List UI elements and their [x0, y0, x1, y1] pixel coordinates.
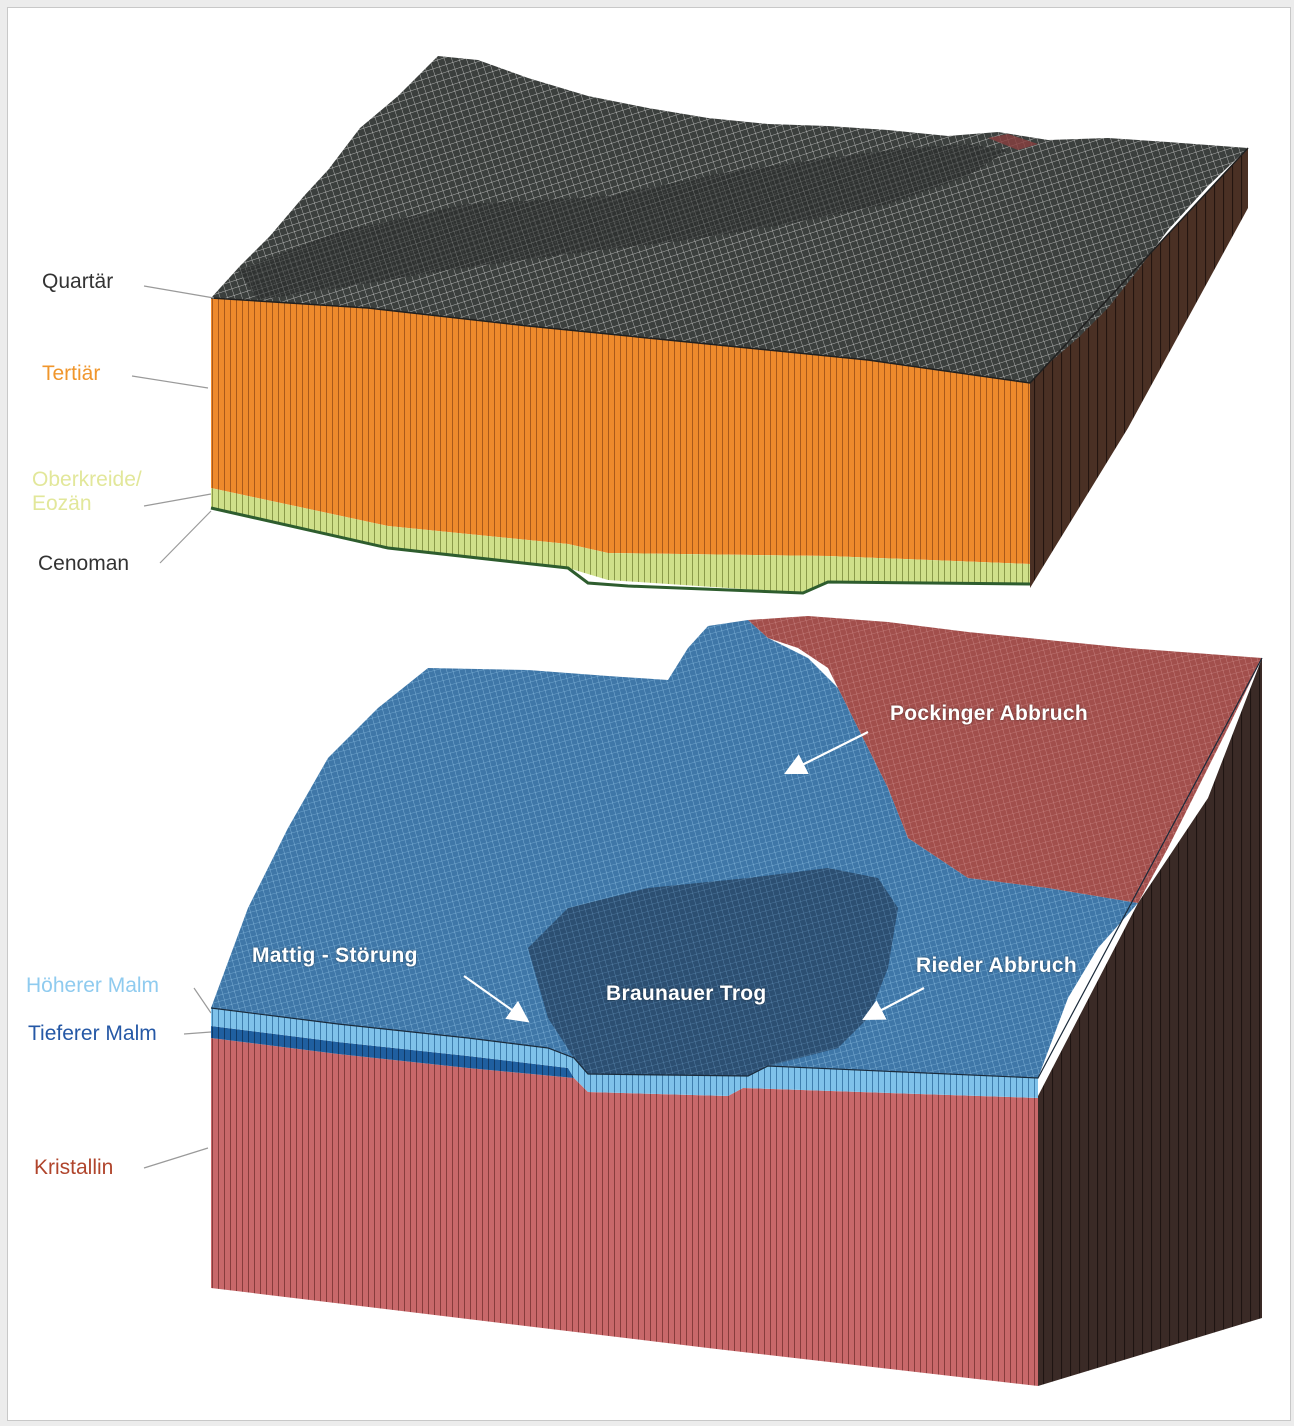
hoeherer-malm-face [211, 1008, 1038, 1098]
leader-tieferer-malm [183, 1031, 212, 1035]
leader-quartaer [143, 285, 215, 299]
lower-block [210, 616, 1263, 1386]
upper-block [210, 56, 1249, 595]
quartaer-edge [210, 147, 1249, 384]
leader-tertiaer [131, 375, 209, 389]
quartaer-patch [988, 134, 1038, 150]
label-cenoman: Cenoman [38, 552, 130, 575]
figure-frame: Quartär Tertiär Oberkreide/ Eozän Cenoma… [7, 7, 1291, 1421]
malm-edge [210, 657, 1263, 1079]
leader-hoeherer-malm [193, 987, 212, 1014]
label-tieferer-malm: Tieferer Malm [28, 1022, 157, 1045]
label-tertiaer: Tertiär [42, 362, 101, 385]
oberkreide-face [211, 488, 1030, 593]
leader-lines [131, 285, 215, 1169]
arrow-mattig [463, 975, 530, 1023]
label-hoeherer-malm: Höherer Malm [26, 974, 160, 997]
label-oberkreide-eozaen: Oberkreide/ Eozän [32, 468, 142, 515]
tieferer-malm-face [211, 1026, 574, 1078]
leader-kristallin [143, 1147, 209, 1169]
label-kristallin: Kristallin [34, 1156, 114, 1179]
block-diagram [131, 56, 1263, 1386]
leader-cenoman [159, 510, 212, 564]
quartaer-valley [238, 144, 1008, 300]
braunauer-trog-basin [528, 868, 898, 1076]
lower-block-side-face [1038, 658, 1262, 1386]
annotation-rieder-abbruch: Rieder Abbruch [916, 954, 1077, 977]
kristallin-face [211, 1038, 1038, 1386]
leader-oberkreide [143, 493, 212, 507]
label-quartaer: Quartär [42, 270, 114, 293]
annotation-arrows [463, 731, 925, 1023]
upper-block-side-face [1030, 148, 1248, 588]
arrow-pockinger [784, 731, 869, 774]
kristallin-surface [748, 616, 1262, 903]
annotation-mattig-stoerung: Mattig - Störung [252, 944, 418, 967]
arrow-rieder [862, 987, 925, 1021]
tertiaer-face [211, 298, 1030, 564]
malm-surface [211, 620, 1138, 1078]
cenoman-line [210, 506, 1031, 595]
annotation-pockinger-abbruch: Pockinger Abbruch [890, 702, 1089, 725]
annotation-braunauer-trog: Braunauer Trog [606, 982, 767, 1005]
